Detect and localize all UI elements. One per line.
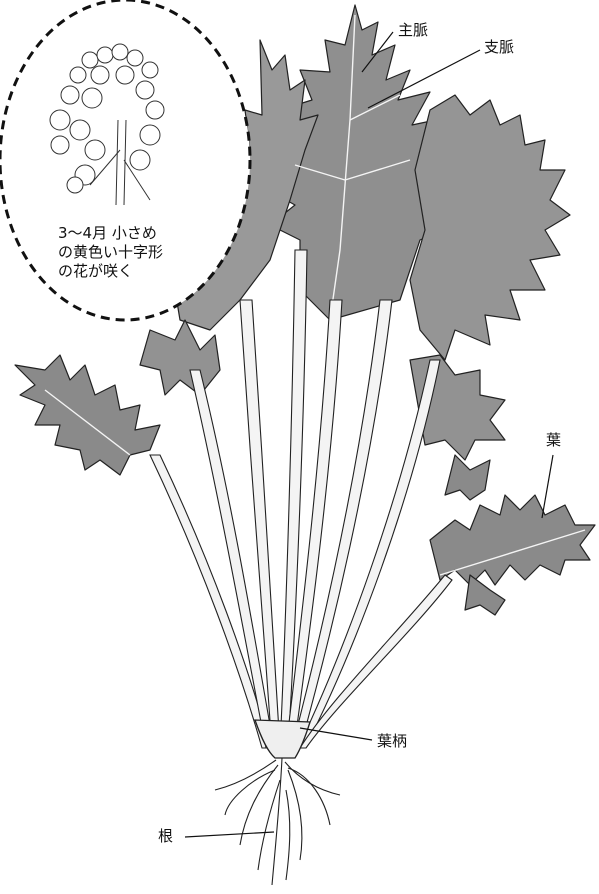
label-main-vein: 主脈 — [398, 23, 428, 38]
flower-callout-text: 3～4月 小さめ の黄色い十字形 の花が咲く — [58, 224, 163, 281]
callout-line-3: の花が咲く — [58, 262, 163, 281]
right-mid-leaflet — [465, 575, 505, 615]
left-side-leaf — [15, 355, 160, 475]
roots — [215, 758, 340, 885]
petiole-base — [255, 720, 310, 758]
right-side-leaf — [430, 495, 595, 585]
label-root: 根 — [158, 829, 173, 844]
callout-line-2: の黄色い十字形 — [58, 243, 163, 262]
left-mid-leaflets — [140, 320, 220, 395]
right-leaf-cluster — [410, 95, 570, 360]
stem-1 — [150, 455, 270, 748]
stem-6 — [292, 300, 392, 748]
root-fiber-5 — [258, 780, 280, 870]
label-branch-vein: 支脈 — [484, 40, 514, 55]
root-fiber-8 — [288, 768, 330, 825]
taproot — [272, 758, 282, 885]
callout-line-1: 3～4月 小さめ — [58, 224, 163, 243]
leader-root — [185, 832, 274, 837]
label-leaf: 葉 — [546, 433, 561, 448]
root-fiber-4 — [288, 770, 302, 860]
root-fiber-1 — [215, 760, 276, 790]
root-fiber-3 — [285, 762, 340, 795]
root-fiber-6 — [286, 790, 290, 880]
leader-leaf — [542, 455, 553, 518]
right-lower-leaflet — [445, 455, 490, 500]
label-petiole: 葉柄 — [377, 734, 407, 749]
